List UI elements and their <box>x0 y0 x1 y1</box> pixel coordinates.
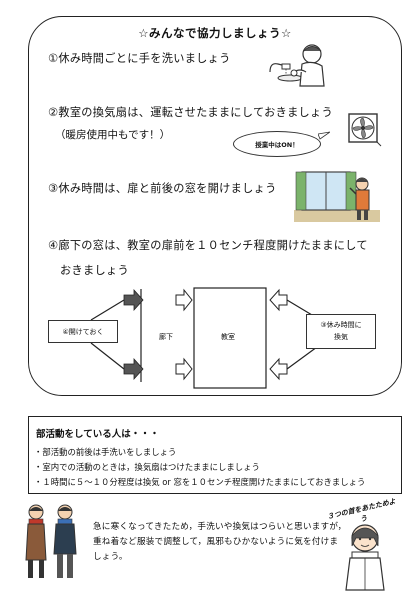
item-handwashing: ①休み時間ごとに手を洗いましょう <box>48 52 231 65</box>
arrow-in-top-icon <box>123 288 144 312</box>
club-item: ・部活動の前後は手洗いをしましょう <box>34 447 177 457</box>
item-corridor-windows: ④廊下の窓は、教室の扉前を１０センチ程度開けたままにして <box>48 239 368 252</box>
item-ventilation-note: （暖房使用中もです！） <box>55 129 171 141</box>
diagram-ventilate-line2: 換気 <box>334 332 348 341</box>
diagram-open-label: ④開けておく <box>62 327 104 336</box>
fan-icon <box>348 113 382 147</box>
window-illustration <box>294 171 380 222</box>
classroom-box <box>193 287 267 389</box>
item-corridor-windows-cont: おきましょう <box>60 264 129 277</box>
arrow-left-bottom-icon <box>269 357 288 381</box>
ventilation-diagram <box>90 287 318 389</box>
handwashing-illustration <box>269 44 325 87</box>
diagram-ventilate-box: ③休み時間に 換気 <box>306 314 376 349</box>
students-winter-illustration <box>25 504 77 578</box>
girl-scarf-illustration <box>345 524 385 591</box>
speech-bubble: 授業中はON！ <box>233 131 321 157</box>
arrow-right-top-icon <box>175 288 193 312</box>
bubble-tail <box>318 131 330 140</box>
club-heading: 部活動をしている人は・・・ <box>36 429 160 440</box>
speech-bubble-text: 授業中はON！ <box>255 141 299 149</box>
diagram-open-box: ④開けておく <box>48 320 118 343</box>
club-item: ・室内での活動のときは，換気扇はつけたままにしましょう <box>34 462 260 472</box>
main-panel <box>28 16 402 396</box>
club-item: ・１時間に５～１０分程度は換気 or 窓を１０センチ程度開けたままにしておきまし… <box>34 477 366 487</box>
arrow-in-bottom-icon <box>123 357 144 381</box>
item-open-windows: ③休み時間は、扉と前後の窓を開けましょう <box>48 182 277 195</box>
club-panel <box>28 416 402 494</box>
diagram-classroom-label: 教室 <box>221 333 235 341</box>
diagram-ventilate-line1: ③休み時間に <box>320 321 362 330</box>
bottom-message-line1: 急に寒くなってきたため，手洗いや換気はつらいと思いますが， <box>93 522 347 532</box>
arrow-right-bottom-icon <box>175 357 193 381</box>
bottom-message-line3: しょう。 <box>93 552 128 562</box>
arrow-left-top-icon <box>269 288 288 312</box>
bottom-message-line2: 重ね着など服装で調整して，風邪もひかないように気を付けま <box>93 537 339 547</box>
page-title: ☆みんなで協力しましょう☆ <box>138 26 292 40</box>
diagram-corridor-label: 廊下 <box>159 333 173 341</box>
item-ventilation-fan: ②教室の換気扇は、運転させたままにしておきましょう <box>48 106 334 119</box>
